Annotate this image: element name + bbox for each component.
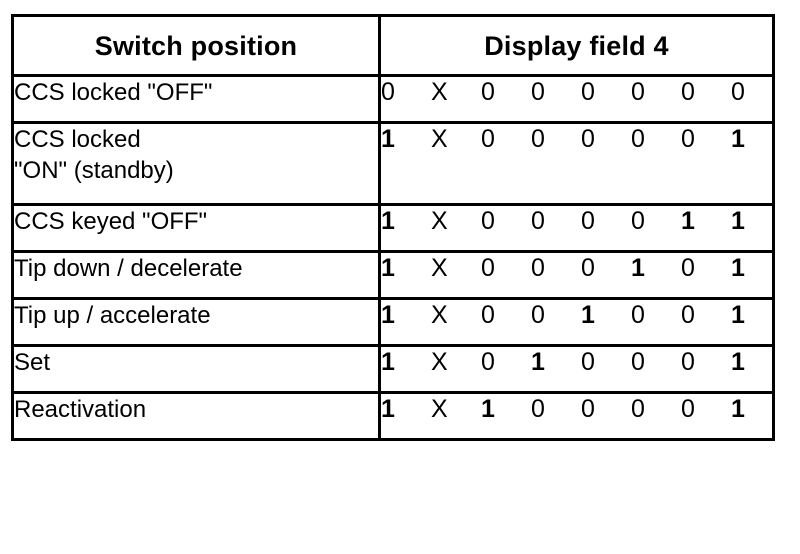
cell-display-field-4: 1 X 0 0 1 0 0 1 xyxy=(378,297,775,347)
switch-position-label: CCS keyed "OFF" xyxy=(14,208,208,235)
table-row: CCS locked "OFF" 0 X 0 0 0 0 0 0 xyxy=(11,74,775,124)
cell-display-field-4: 1 X 1 0 0 0 0 1 xyxy=(378,391,775,441)
cell-display-field-4: 1 X 0 0 0 0 0 1 xyxy=(378,121,775,206)
table-row: Tip up / accelerate 1 X 0 0 1 0 0 1 xyxy=(11,297,775,347)
display-field-bit-0: 1 xyxy=(381,254,395,282)
switch-position-label: Reactivation xyxy=(14,396,147,423)
display-field-bit-0: 1 xyxy=(381,395,395,423)
display-field-bit-5: 0 xyxy=(631,348,645,376)
cell-display-field-4: 1 X 0 1 0 0 0 1 xyxy=(378,344,775,394)
table-header: Switch position Display field 4 xyxy=(11,14,775,77)
display-field-bit-0: 1 xyxy=(381,207,395,235)
cell-switch-position: Tip up / accelerate xyxy=(11,297,381,347)
cell-display-field-4: 0 X 0 0 0 0 0 0 xyxy=(378,74,775,124)
display-field-bit-1: X xyxy=(431,207,448,235)
switch-position-label: Tip down / decelerate xyxy=(14,255,243,282)
display-field-bit-7: 1 xyxy=(731,395,745,423)
display-field-bit-0: 0 xyxy=(381,78,395,106)
bit-row: 1 X 0 0 0 0 1 1 xyxy=(381,206,772,237)
display-field-bit-7: 0 xyxy=(731,78,745,106)
display-field-bit-7: 1 xyxy=(731,301,745,329)
table-row: Set 1 X 0 1 0 0 0 1 xyxy=(11,344,775,394)
bit-row: 1 X 0 1 0 0 0 1 xyxy=(381,347,772,378)
display-field-bit-4: 0 xyxy=(581,254,595,282)
display-field-bit-6: 0 xyxy=(681,125,695,153)
cell-switch-position: CCS locked "OFF" xyxy=(11,74,381,124)
display-field-bit-6: 0 xyxy=(681,395,695,423)
display-field-bit-6: 0 xyxy=(681,301,695,329)
display-field-bit-0: 1 xyxy=(381,125,395,153)
display-field-bit-0: 1 xyxy=(381,301,395,329)
display-field-bit-4: 0 xyxy=(581,125,595,153)
display-field-bit-4: 0 xyxy=(581,207,595,235)
display-field-bit-1: X xyxy=(431,348,448,376)
display-field-bit-1: X xyxy=(431,395,448,423)
switch-position-label: Set xyxy=(14,349,51,376)
display-field-bit-5: 0 xyxy=(631,207,645,235)
display-field-bit-2: 1 xyxy=(481,395,495,423)
display-field-bit-4: 0 xyxy=(581,395,595,423)
cell-switch-position: CCS keyed "OFF" xyxy=(11,203,381,253)
display-field-bit-7: 1 xyxy=(731,348,745,376)
table-header-row: Switch position Display field 4 xyxy=(11,14,775,77)
display-field-bit-5: 0 xyxy=(631,78,645,106)
column-header-display-field-4: Display field 4 xyxy=(378,14,775,77)
display-field-bit-6: 0 xyxy=(681,348,695,376)
display-field-bit-4: 1 xyxy=(581,301,595,329)
cell-display-field-4: 1 X 0 0 0 1 0 1 xyxy=(378,250,775,300)
switch-position-display-field-table: Switch position Display field 4 CCS lock… xyxy=(11,14,775,441)
cell-switch-position: Set xyxy=(11,344,381,394)
display-field-bit-2: 0 xyxy=(481,254,495,282)
display-field-bit-2: 0 xyxy=(481,207,495,235)
display-field-bit-2: 0 xyxy=(481,78,495,106)
column-header-display-field-4-label: Display field 4 xyxy=(484,30,669,61)
display-field-bit-6: 0 xyxy=(681,254,695,282)
table-row: CCS keyed "OFF" 1 X 0 0 0 0 1 1 xyxy=(11,203,775,253)
display-field-bit-3: 0 xyxy=(531,395,545,423)
column-header-switch-position-label: Switch position xyxy=(94,30,298,61)
cell-switch-position: Tip down / decelerate xyxy=(11,250,381,300)
display-field-bit-3: 0 xyxy=(531,207,545,235)
display-field-bit-5: 0 xyxy=(631,301,645,329)
table-row: Tip down / decelerate 1 X 0 0 0 1 0 1 xyxy=(11,250,775,300)
display-field-bit-5: 0 xyxy=(631,125,645,153)
display-field-bit-2: 0 xyxy=(481,348,495,376)
display-field-bit-3: 0 xyxy=(531,125,545,153)
display-field-bit-2: 0 xyxy=(481,301,495,329)
display-field-bit-6: 1 xyxy=(681,207,695,235)
display-field-bit-1: X xyxy=(431,78,448,106)
display-field-bit-3: 1 xyxy=(531,348,545,376)
bit-row: 0 X 0 0 0 0 0 0 xyxy=(381,77,772,108)
display-field-bit-7: 1 xyxy=(731,125,745,153)
display-field-bit-5: 0 xyxy=(631,395,645,423)
display-field-bit-3: 0 xyxy=(531,78,545,106)
display-field-bit-3: 0 xyxy=(531,254,545,282)
display-field-bit-4: 0 xyxy=(581,78,595,106)
display-field-bit-3: 0 xyxy=(531,301,545,329)
bit-row: 1 X 0 0 1 0 0 1 xyxy=(381,300,772,331)
cell-switch-position: Reactivation xyxy=(11,391,381,441)
display-field-bit-5: 1 xyxy=(631,254,645,282)
switch-position-label: CCS locked "ON" (standby) xyxy=(14,126,174,184)
bit-row: 1 X 0 0 0 0 0 1 xyxy=(381,124,772,155)
bit-row: 1 X 1 0 0 0 0 1 xyxy=(381,394,772,425)
display-field-bit-1: X xyxy=(431,301,448,329)
column-header-switch-position: Switch position xyxy=(11,14,381,77)
display-field-bit-1: X xyxy=(431,254,448,282)
bit-row: 1 X 0 0 0 1 0 1 xyxy=(381,253,772,284)
switch-position-label: Tip up / accelerate xyxy=(14,302,211,329)
cell-switch-position: CCS locked "ON" (standby) xyxy=(11,121,381,206)
table-row: CCS locked "ON" (standby) 1 X 0 0 0 0 0 1 xyxy=(11,121,775,206)
display-field-bit-7: 1 xyxy=(731,207,745,235)
display-field-bit-0: 1 xyxy=(381,348,395,376)
display-field-bit-2: 0 xyxy=(481,125,495,153)
switch-position-label: CCS locked "OFF" xyxy=(14,79,213,106)
display-field-bit-4: 0 xyxy=(581,348,595,376)
display-field-bit-1: X xyxy=(431,125,448,153)
table-row: Reactivation 1 X 1 0 0 0 0 1 xyxy=(11,391,775,441)
display-field-bit-7: 1 xyxy=(731,254,745,282)
display-field-bit-6: 0 xyxy=(681,78,695,106)
cell-display-field-4: 1 X 0 0 0 0 1 1 xyxy=(378,203,775,253)
